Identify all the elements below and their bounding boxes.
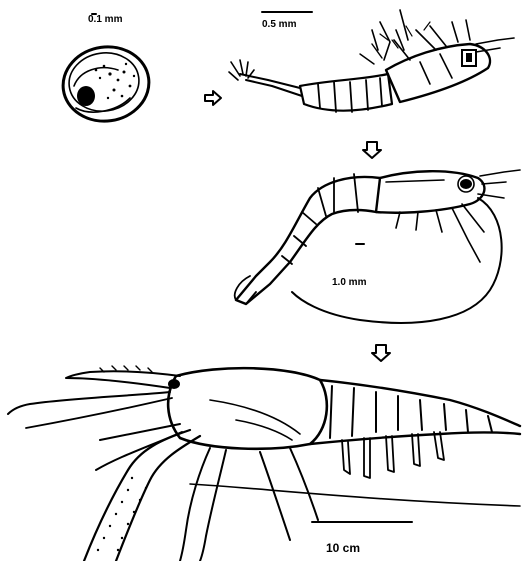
postlarva-illustration xyxy=(235,170,520,323)
down-arrow-icon xyxy=(363,142,381,158)
adult-illustration xyxy=(8,366,520,561)
larva-scale-label: 0.5 mm xyxy=(262,20,296,30)
egg-scale-label: 0.1 mm xyxy=(88,15,122,25)
egg-illustration xyxy=(58,14,153,127)
down-arrow-icon xyxy=(372,345,390,361)
postlarva-scale-label: 1.0 mm xyxy=(332,278,366,288)
adult-scale-label: 10 cm xyxy=(326,542,360,554)
right-arrow-icon xyxy=(205,91,221,105)
